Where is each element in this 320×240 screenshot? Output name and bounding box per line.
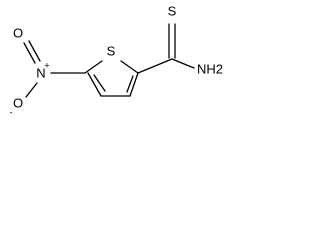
bond-thioamide-c-n	[171, 58, 195, 69]
bond-c2-thioamide-carbon	[137, 58, 173, 74]
bonds	[23, 23, 195, 98]
nitro-oxygen-top-label: O	[13, 25, 23, 40]
thioamide-sulfur-label: S	[168, 3, 177, 18]
bond-c2-c3	[129, 72, 139, 97]
atom-labels: S S NH2 N + O O -	[10, 3, 224, 117]
nitro-nitrogen-charge: +	[44, 60, 49, 70]
ring-sulfur-label: S	[107, 43, 116, 58]
bond-c2-c3-inner	[126, 75, 134, 93]
bond-nitro-n-o-top-a	[23, 42, 36, 64]
nitro-oxygen-bottom-charge: -	[10, 107, 13, 117]
bond-nitro-n-o-top-b	[28, 40, 41, 62]
bond-s1-c5	[84, 60, 103, 74]
nitro-oxygen-bottom-label: O	[13, 95, 23, 110]
bond-c4-c5-inner	[93, 74, 106, 92]
amide-nitrogen-label: NH2	[197, 61, 223, 76]
nitro-nitrogen-label: N	[36, 65, 45, 80]
chemical-structure: S S NH2 N + O O -	[10, 3, 224, 117]
bond-c4-c5	[87, 72, 102, 97]
bond-nitro-n-o-bottom	[25, 82, 38, 98]
bond-s1-c2	[120, 60, 139, 74]
